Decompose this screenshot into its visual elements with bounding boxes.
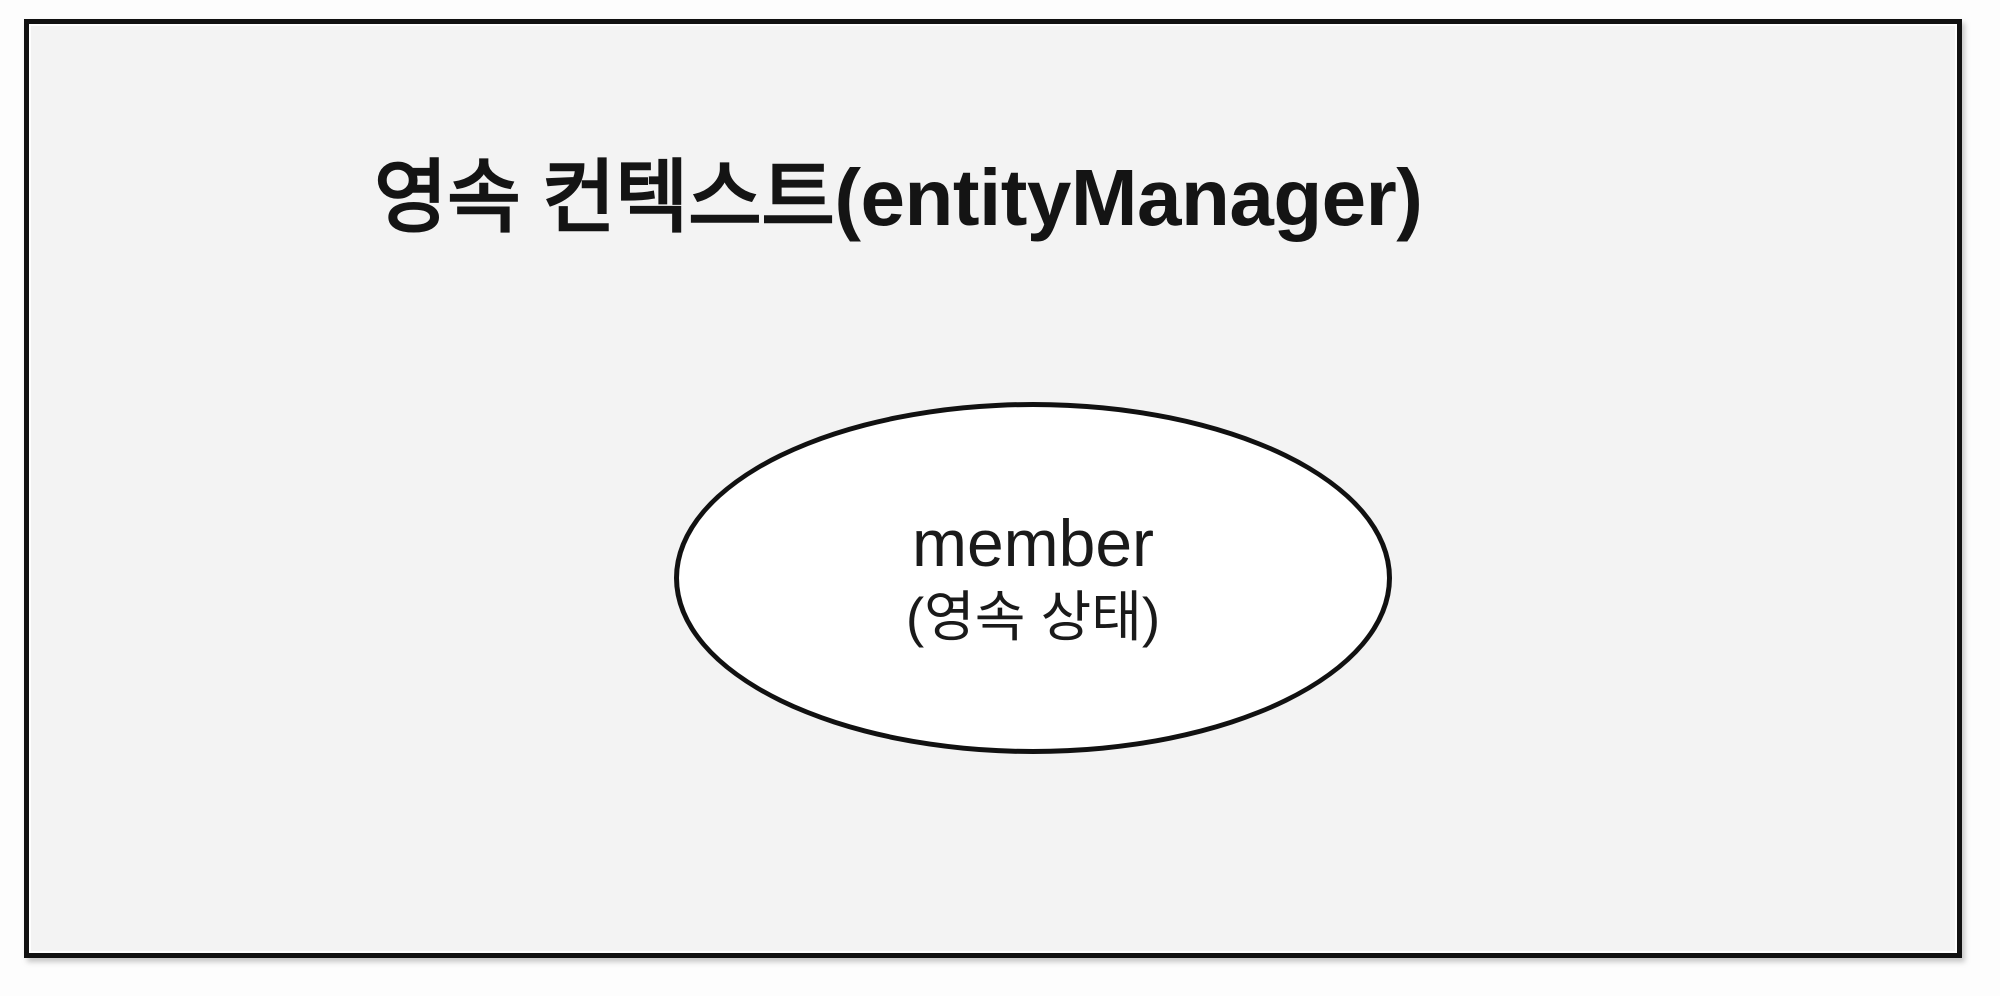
persistence-context-box: 영속 컨텍스트(entityManager) member (영속 상태) [24,19,1962,958]
entity-state-label: (영속 상태) [905,585,1161,648]
entity-node-member: member (영속 상태) [674,402,1392,754]
entity-name-label: member [911,506,1155,581]
persistence-context-title: 영속 컨텍스트(entityManager) [374,153,1423,242]
